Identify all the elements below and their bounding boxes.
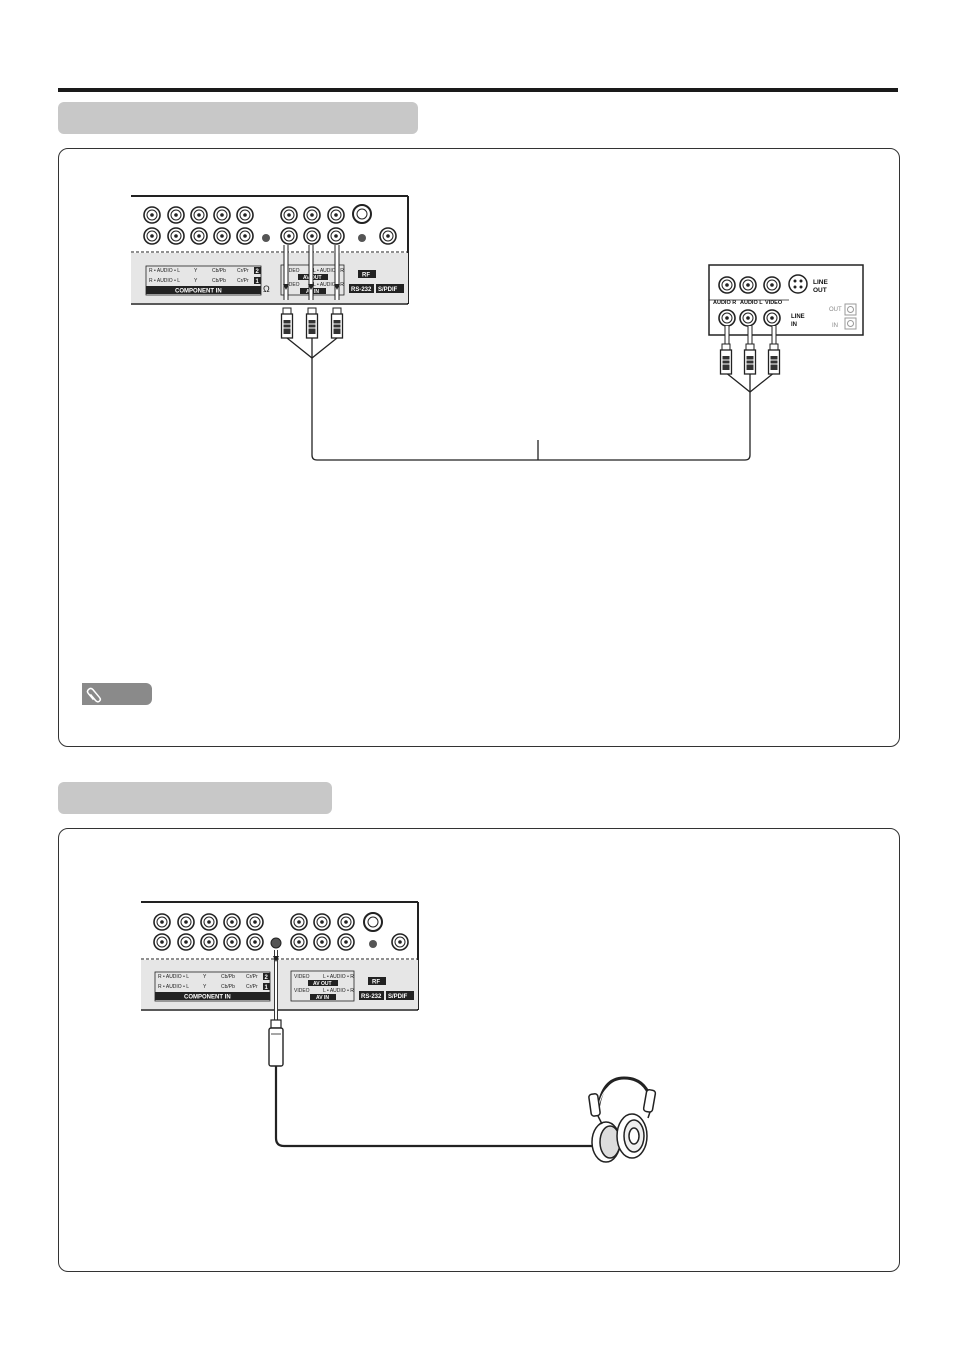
paperclip-icon [86, 687, 102, 703]
rca-plug-1 [280, 307, 294, 339]
comp2-label-r2d: Cr/Pr [246, 974, 258, 980]
av-audio-top: L • AUDIO • R [313, 268, 344, 274]
comp-label-r1b: Y [194, 278, 198, 284]
comp-label-r1a: R • AUDIO • L [149, 278, 180, 284]
component-jacks-2-row2 [153, 933, 264, 951]
av-video-top: VIDEO [284, 268, 300, 274]
av2-audio-top: L • AUDIO • R [323, 974, 354, 980]
headphone-cable [268, 950, 596, 1148]
tv-back-panel-1: R • AUDIO • L Y Cb/Pb Cr/Pr 2 R • AUDIO … [131, 195, 409, 305]
component-in-label-2: COMPONENT IN [184, 995, 231, 1001]
rf-label-2: RF [372, 980, 380, 986]
av-jacks-2 [290, 913, 355, 951]
comp2-label-r2a: R • AUDIO • L [158, 974, 189, 980]
comp-label-r1e: 1 [256, 279, 260, 285]
av2-video-top: VIDEO [294, 974, 310, 980]
headphone-icon-small: Ω [263, 284, 270, 294]
section-box-1 [58, 148, 900, 747]
comp-label-r2b: Y [194, 268, 198, 274]
section-tab-1 [58, 102, 418, 134]
top-rule [58, 88, 898, 92]
vcr-line-in-1: LINE [791, 314, 805, 320]
rf-label: RF [362, 273, 370, 279]
spdif-label-2: S/PDIF [388, 994, 408, 1000]
vcr-rca-plug-3 [767, 343, 781, 375]
spdif-label: S/PDIF [378, 287, 398, 293]
tv-av-cable [283, 245, 340, 300]
comp2-label-r2b: Y [203, 974, 207, 980]
av2-in-label: AV IN [316, 995, 329, 1001]
comp-label-r2c: Cb/Pb [212, 268, 226, 274]
rs232-label: RS-232 [351, 287, 372, 293]
comp-label-r1c: Cb/Pb [212, 278, 226, 284]
tv-back-panel-2: R • AUDIO • L Y Cb/Pb Cr/Pr 2 R • AUDIO … [141, 901, 419, 1011]
headphone-jack [270, 937, 282, 949]
section-tab-2 [58, 782, 332, 814]
av-cable-run [286, 337, 776, 461]
rca-plug-3 [330, 307, 344, 339]
note-badge [82, 683, 152, 705]
comp-label-r2e: 2 [256, 269, 260, 275]
comp2-label-r1c: Cb/Pb [221, 984, 235, 990]
component-jacks-row1 [143, 206, 254, 224]
component-jacks-row2 [143, 227, 254, 245]
comp2-label-r1a: R • AUDIO • L [158, 984, 189, 990]
rs232-label-2: RS-232 [361, 994, 382, 1000]
vcr-line-out-1: LINE [813, 279, 828, 286]
rca-plug-2 [305, 307, 319, 339]
av-jacks [280, 206, 345, 245]
component-jacks-2-row1 [153, 913, 264, 931]
comp2-label-r1e: 1 [265, 985, 269, 991]
av-audio-bottom: L • AUDIO • R [313, 282, 344, 288]
vcr-jack-label-v: VIDEO [765, 300, 783, 306]
av2-video-bottom: VIDEO [294, 988, 310, 994]
av2-audio-bottom: L • AUDIO • R [323, 988, 354, 994]
headphones-icon [588, 1076, 657, 1163]
vcr-rca-plug-1 [719, 343, 733, 375]
comp2-label-r2c: Cb/Pb [221, 974, 235, 980]
vcr-line-out-2: OUT [813, 287, 827, 294]
comp2-label-r1d: Cr/Pr [246, 984, 258, 990]
av-video-bottom: VIDEO [284, 282, 300, 288]
vcr-jack-label-l: AUDIO L [740, 300, 763, 306]
vcr-line-in-2: IN [791, 322, 797, 328]
vcr-rf-in: IN [832, 323, 838, 329]
vcr-rca-plug-2 [743, 343, 757, 375]
comp-label-r2a: R • AUDIO • L [149, 268, 180, 274]
vcr-back-panel: LINE OUT AUDIO R AUDIO L VIDEO LINE IN O… [708, 264, 864, 336]
comp2-label-r1b: Y [203, 984, 207, 990]
av2-out-label: AV OUT [313, 981, 332, 987]
vcr-jack-label-r: AUDIO R [713, 300, 736, 306]
component-in-label: COMPONENT IN [175, 289, 222, 295]
comp-label-r2d: Cr/Pr [237, 268, 249, 274]
comp2-label-r2e: 2 [265, 975, 269, 981]
vcr-rf-out: OUT [829, 307, 842, 313]
comp-label-r1d: Cr/Pr [237, 278, 249, 284]
